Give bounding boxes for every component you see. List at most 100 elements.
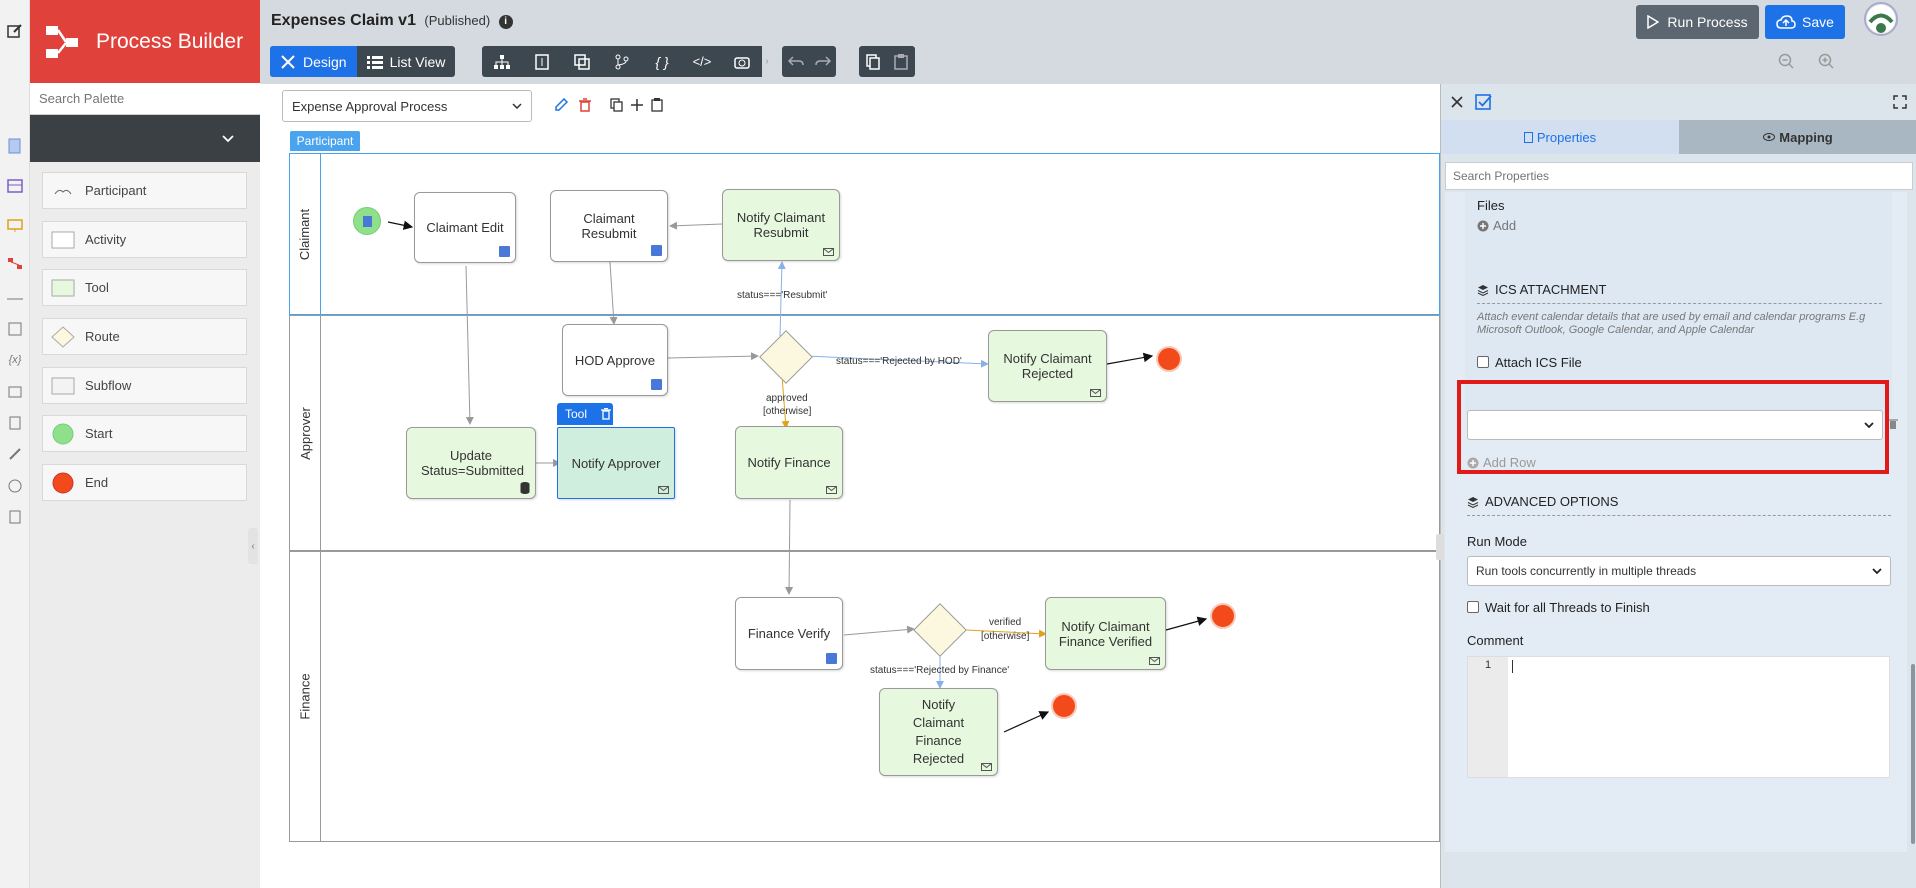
node-notify-claimant-finance-verified[interactable]: Notify Claimant Finance Verified xyxy=(1045,597,1166,670)
node-label: Notify Claimant Finance Verified xyxy=(1056,619,1156,649)
palette-search-input[interactable] xyxy=(39,91,251,106)
node-finance-verify[interactable]: Finance Verify xyxy=(735,597,843,670)
form-icon[interactable] xyxy=(6,137,24,155)
note-icon[interactable] xyxy=(6,320,24,338)
copy-icon[interactable] xyxy=(859,46,887,77)
attach-ics-checkbox[interactable] xyxy=(1477,356,1489,368)
advanced-section: ADVANCED OPTIONS Run Mode Run tools conc… xyxy=(1467,494,1891,648)
layers-icon xyxy=(1477,284,1489,296)
node-notify-approver[interactable]: Notify Approver xyxy=(557,427,675,499)
duplicate-icon[interactable] xyxy=(562,46,602,77)
branch-icon[interactable] xyxy=(602,46,642,77)
process-canvas[interactable]: Expense Approval Process Participant Cla… xyxy=(260,84,1440,888)
variable-icon[interactable]: {x} xyxy=(6,351,24,369)
expand-icon[interactable] xyxy=(1893,95,1907,109)
selected-tool-tag[interactable]: Tool xyxy=(557,403,613,425)
design-button[interactable]: Design xyxy=(270,46,357,77)
add-file-button[interactable]: Add xyxy=(1477,218,1516,233)
node-hod-approve[interactable]: HOD Approve xyxy=(562,324,668,396)
node-label: Claimant Resubmit xyxy=(569,211,649,241)
panel-header xyxy=(1441,84,1916,120)
palette-item-route[interactable]: Route xyxy=(42,318,247,355)
run-process-button[interactable]: Run Process xyxy=(1636,5,1759,39)
transition-label-rejected-hod: status==='Rejected by HOD' xyxy=(836,356,962,367)
files-section: Files Add xyxy=(1465,192,1892,282)
node-notify-claimant-rejected[interactable]: Notify Claimant Rejected xyxy=(988,330,1107,402)
panel-scrollbar[interactable] xyxy=(1911,664,1915,844)
run-mode-select[interactable]: Run tools concurrently in multiple threa… xyxy=(1467,556,1891,586)
node-claimant-resubmit[interactable]: Claimant Resubmit xyxy=(550,190,668,262)
form-icon xyxy=(651,245,662,256)
line-number: 1 xyxy=(1485,659,1491,671)
end-event[interactable] xyxy=(1156,346,1182,372)
avatar[interactable] xyxy=(1864,2,1898,36)
layers-icon xyxy=(1467,496,1479,508)
palette-item-end[interactable]: End xyxy=(42,464,247,501)
cloud-upload-icon xyxy=(1776,15,1796,29)
trash-icon[interactable] xyxy=(601,408,611,420)
code-icon[interactable]: </> xyxy=(682,46,722,77)
list-view-button[interactable]: List View xyxy=(357,46,456,77)
process-title: Expenses Claim v1 xyxy=(271,12,416,29)
comment-editor[interactable]: 1 xyxy=(1467,656,1890,778)
start-event[interactable] xyxy=(353,207,381,235)
json-icon[interactable]: { } xyxy=(642,46,682,77)
auto-layout-icon[interactable] xyxy=(482,46,522,77)
palette-item-tool[interactable]: Tool xyxy=(42,269,247,306)
palette-dropdown[interactable] xyxy=(30,115,260,162)
camera-icon[interactable] xyxy=(722,46,762,77)
wait-threads-checkbox[interactable] xyxy=(1467,601,1479,613)
node-claimant-edit[interactable]: Claimant Edit xyxy=(414,192,516,263)
node-notify-finance[interactable]: Notify Finance xyxy=(735,426,843,499)
node-notify-claimant-finance-rejected[interactable]: Notify Claimant Finance Rejected xyxy=(879,688,998,776)
wait-threads-label: Wait for all Threads to Finish xyxy=(1485,600,1650,615)
userview-icon[interactable] xyxy=(6,217,24,235)
wait-threads-row[interactable]: Wait for all Threads to Finish xyxy=(1467,600,1891,615)
comment-label: Comment xyxy=(1467,633,1891,648)
process-icon[interactable] xyxy=(6,255,24,273)
undo-icon[interactable] xyxy=(782,46,809,77)
panel-resize-handle[interactable] xyxy=(1436,534,1444,560)
resource-icon[interactable] xyxy=(6,383,24,401)
tab-mapping[interactable]: Mapping xyxy=(1679,120,1916,154)
eye-icon xyxy=(1763,133,1775,141)
run-process-label: Run Process xyxy=(1667,14,1747,30)
document-icon[interactable] xyxy=(6,414,24,432)
palette-item-label: Route xyxy=(85,329,120,344)
palette-item-activity[interactable]: Activity xyxy=(42,221,247,258)
tab-properties[interactable]: Properties xyxy=(1441,120,1679,154)
scroll-right-icon[interactable]: › xyxy=(762,46,772,77)
plugin-icon[interactable] xyxy=(6,445,24,463)
palette-collapse-handle[interactable]: ‹ xyxy=(248,528,258,564)
palette-item-label: End xyxy=(85,475,108,490)
run-mode-value: Run tools concurrently in multiple threa… xyxy=(1476,564,1696,578)
end-event[interactable] xyxy=(1051,693,1077,719)
info-icon[interactable]: i xyxy=(499,15,513,29)
form-icon xyxy=(826,653,837,664)
node-notify-claimant-resubmit[interactable]: Notify Claimant Resubmit xyxy=(722,189,840,261)
redo-icon[interactable] xyxy=(809,46,836,77)
zoom-in-icon[interactable] xyxy=(1818,53,1834,72)
align-icon[interactable] xyxy=(522,46,562,77)
archive-icon[interactable] xyxy=(6,508,24,526)
palette-item-subflow[interactable]: Subflow xyxy=(42,367,247,404)
node-update-status[interactable]: Update Status=Submitted xyxy=(406,427,536,499)
edit-icon[interactable] xyxy=(6,22,24,40)
palette-item-start[interactable]: Start xyxy=(42,415,247,452)
save-button[interactable]: Save xyxy=(1765,5,1845,39)
delete-row-icon[interactable] xyxy=(1888,418,1898,433)
page-title: Expenses Claim v1 (Published) i xyxy=(271,12,513,30)
paste-icon[interactable] xyxy=(887,46,915,77)
transition-label-otherwise: [otherwise] xyxy=(763,406,811,417)
close-icon[interactable] xyxy=(1451,96,1463,108)
gauge-icon[interactable] xyxy=(6,477,24,495)
list-icon[interactable] xyxy=(6,177,24,195)
properties-search-input[interactable] xyxy=(1453,169,1905,183)
node-label: Finance Verify xyxy=(748,626,830,641)
zoom-out-icon[interactable] xyxy=(1778,53,1794,72)
route-icon xyxy=(51,328,75,346)
checkbox-icon[interactable] xyxy=(1475,93,1493,111)
end-event[interactable] xyxy=(1210,603,1236,629)
attach-ics-row[interactable]: Attach ICS File xyxy=(1477,355,1882,370)
palette-item-participant[interactable]: Participant xyxy=(42,172,247,209)
